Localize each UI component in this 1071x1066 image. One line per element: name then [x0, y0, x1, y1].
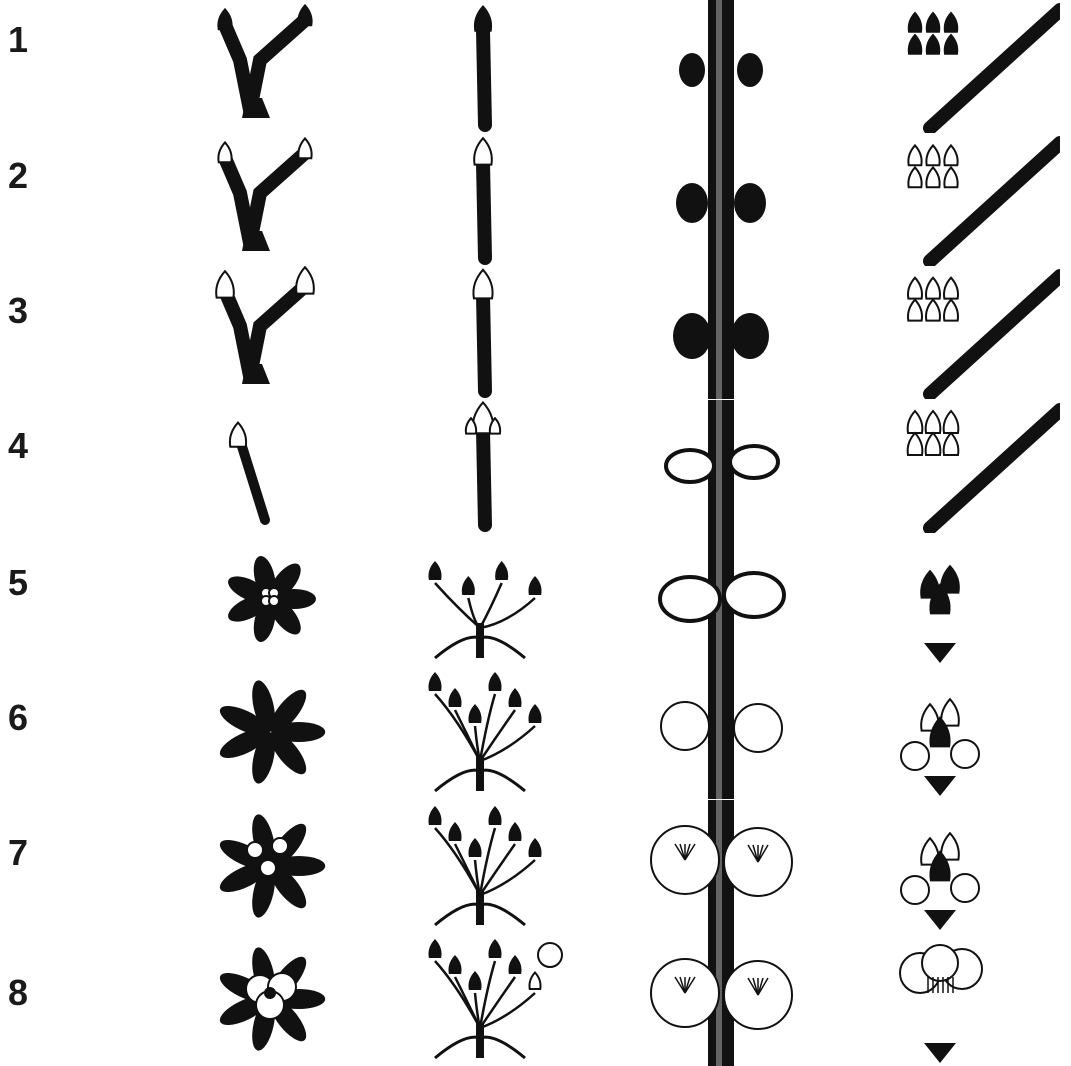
forked-twig-bud-illustration: [180, 266, 360, 399]
single-stem-bud-illustration: [395, 800, 575, 933]
stage-row-5: 5: [0, 533, 1071, 666]
stage-number: 1: [8, 22, 28, 58]
bud-cluster-branch-illustration: [880, 933, 1060, 1066]
opposite-bud-stem-illustration: [630, 400, 810, 533]
bud-cluster-branch-illustration: [880, 133, 1060, 266]
opposite-bud-stem-illustration: [630, 933, 810, 1066]
stage-row-4: 4: [0, 400, 1071, 533]
single-stem-bud-illustration: [395, 933, 575, 1066]
forked-twig-bud-illustration: [180, 133, 360, 266]
opposite-bud-stem-illustration: [630, 533, 810, 666]
stage-number: 5: [8, 565, 28, 601]
stage-number: 4: [8, 428, 28, 464]
bud-cluster-branch-illustration: [880, 533, 1060, 666]
forked-twig-bud-illustration: [180, 533, 360, 666]
bud-cluster-branch-illustration: [880, 400, 1060, 533]
forked-twig-bud-illustration: [180, 400, 360, 533]
forked-twig-bud-illustration: [180, 933, 360, 1066]
stage-row-7: 7: [0, 800, 1071, 933]
stage-row-3: 3: [0, 266, 1071, 399]
bud-cluster-branch-illustration: [880, 666, 1060, 799]
single-stem-bud-illustration: [395, 666, 575, 799]
single-stem-bud-illustration: [395, 133, 575, 266]
single-stem-bud-illustration: [395, 400, 575, 533]
stage-row-6: 6: [0, 666, 1071, 799]
opposite-bud-stem-illustration: [630, 800, 810, 933]
stage-number: 3: [8, 293, 28, 329]
opposite-bud-stem-illustration: [630, 266, 810, 399]
opposite-bud-stem-illustration: [630, 133, 810, 266]
forked-twig-bud-illustration: [180, 666, 360, 799]
stage-row-2: 2: [0, 133, 1071, 266]
stage-row-1: 1: [0, 0, 1071, 133]
bud-cluster-branch-illustration: [880, 800, 1060, 933]
bud-cluster-branch-illustration: [880, 0, 1060, 133]
single-stem-bud-illustration: [395, 533, 575, 666]
stage-number: 7: [8, 835, 28, 871]
single-stem-bud-illustration: [395, 266, 575, 399]
stage-row-8: 8: [0, 933, 1071, 1066]
single-stem-bud-illustration: [395, 0, 575, 133]
stage-number: 8: [8, 975, 28, 1011]
opposite-bud-stem-illustration: [630, 0, 810, 133]
forked-twig-bud-illustration: [180, 800, 360, 933]
opposite-bud-stem-illustration: [630, 666, 810, 799]
stage-number: 6: [8, 700, 28, 736]
forked-twig-bud-illustration: [180, 0, 360, 133]
stage-number: 2: [8, 158, 28, 194]
bud-cluster-branch-illustration: [880, 266, 1060, 399]
